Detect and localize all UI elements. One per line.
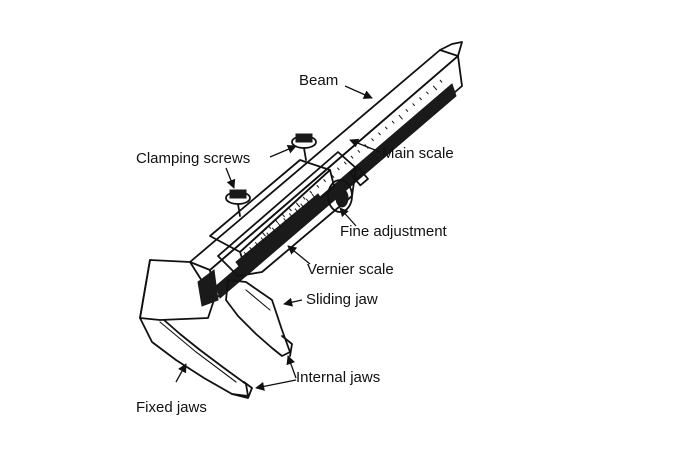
vernier-scale-tick bbox=[260, 237, 265, 242]
main-scale-tick bbox=[412, 103, 416, 107]
internal-jaw-tip bbox=[231, 381, 253, 399]
leader-fixed-jaws bbox=[175, 363, 187, 383]
main-scale-tick bbox=[323, 179, 327, 183]
label-fine-adjustment: Fine adjustment bbox=[340, 223, 448, 240]
leader-fine-adjustment bbox=[339, 207, 357, 227]
main-scale-tick bbox=[405, 108, 409, 113]
main-scale-tick bbox=[261, 231, 266, 237]
vernier-scale-tick bbox=[294, 208, 299, 213]
caliper-illustration bbox=[139, 41, 463, 399]
vernier-scale-tick bbox=[305, 198, 310, 204]
vernier-scale-tick bbox=[254, 242, 259, 247]
vernier-scale-tick bbox=[271, 227, 276, 233]
main-scale-tick bbox=[302, 196, 306, 200]
main-scale-tick bbox=[343, 161, 347, 165]
leader-clamp-right bbox=[269, 145, 297, 158]
main-scale-tick bbox=[350, 155, 354, 159]
vernier-scale-ticks bbox=[243, 193, 316, 257]
main-scale-tick bbox=[309, 190, 313, 194]
label-sliding-jaw: Sliding jaw bbox=[306, 291, 378, 308]
main-scale-tick bbox=[357, 149, 361, 153]
main-scale-ticks bbox=[261, 79, 443, 237]
vernier-scale-tick bbox=[283, 217, 288, 223]
main-scale-tick bbox=[432, 85, 438, 91]
leader-vernier-scale bbox=[287, 245, 311, 265]
main-scale-tick bbox=[275, 219, 279, 224]
leader-main-scale bbox=[349, 138, 381, 153]
label-clamping-screws: Clamping screws bbox=[136, 150, 250, 167]
main-scale-tick bbox=[384, 126, 388, 130]
label-vernier-scale: Vernier scale bbox=[307, 261, 394, 278]
label-beam: Beam bbox=[299, 72, 338, 89]
label-internal-jaws: Internal jaws bbox=[296, 369, 380, 386]
main-scale-tick bbox=[391, 120, 395, 124]
main-scale-tick bbox=[425, 91, 429, 95]
main-scale-tick bbox=[282, 214, 285, 218]
vernier-scale-tick bbox=[266, 232, 271, 237]
main-scale-tick bbox=[439, 79, 443, 83]
main-scale-tick bbox=[419, 97, 422, 101]
label-main-scale: Main scale bbox=[382, 145, 454, 162]
vernier-scale-tick bbox=[243, 251, 248, 257]
sliding-head bbox=[209, 151, 369, 357]
vernier-scale-tick bbox=[288, 213, 293, 218]
vernier-scale-tick bbox=[277, 222, 282, 228]
main-scale-tick bbox=[316, 184, 320, 189]
label-fixed-jaws: Fixed jaws bbox=[136, 399, 207, 416]
main-scale-tick bbox=[378, 132, 381, 136]
leader-internal-jaw-upper bbox=[286, 355, 297, 379]
main-scale-tick bbox=[371, 138, 374, 142]
leader-clamp-left bbox=[225, 167, 236, 189]
leader-lines bbox=[175, 85, 381, 391]
main-scale-tick bbox=[398, 114, 403, 120]
leader-beam bbox=[344, 85, 373, 99]
main-scale-tick bbox=[295, 202, 301, 208]
vernier-scale-tick bbox=[311, 193, 316, 199]
vernier-scale-tick bbox=[300, 203, 305, 208]
clamping-screw-right bbox=[291, 133, 317, 161]
leader-sliding-jaw bbox=[283, 297, 303, 307]
leader-internal-jaw-lower bbox=[255, 379, 297, 391]
main-scale-tick bbox=[336, 167, 340, 171]
main-scale-tick bbox=[289, 208, 292, 212]
labels: Beam Clamping screws Main scale Fine adj… bbox=[136, 72, 454, 416]
vernier-scale-tick bbox=[249, 246, 254, 252]
clamping-screw-left bbox=[225, 189, 251, 217]
